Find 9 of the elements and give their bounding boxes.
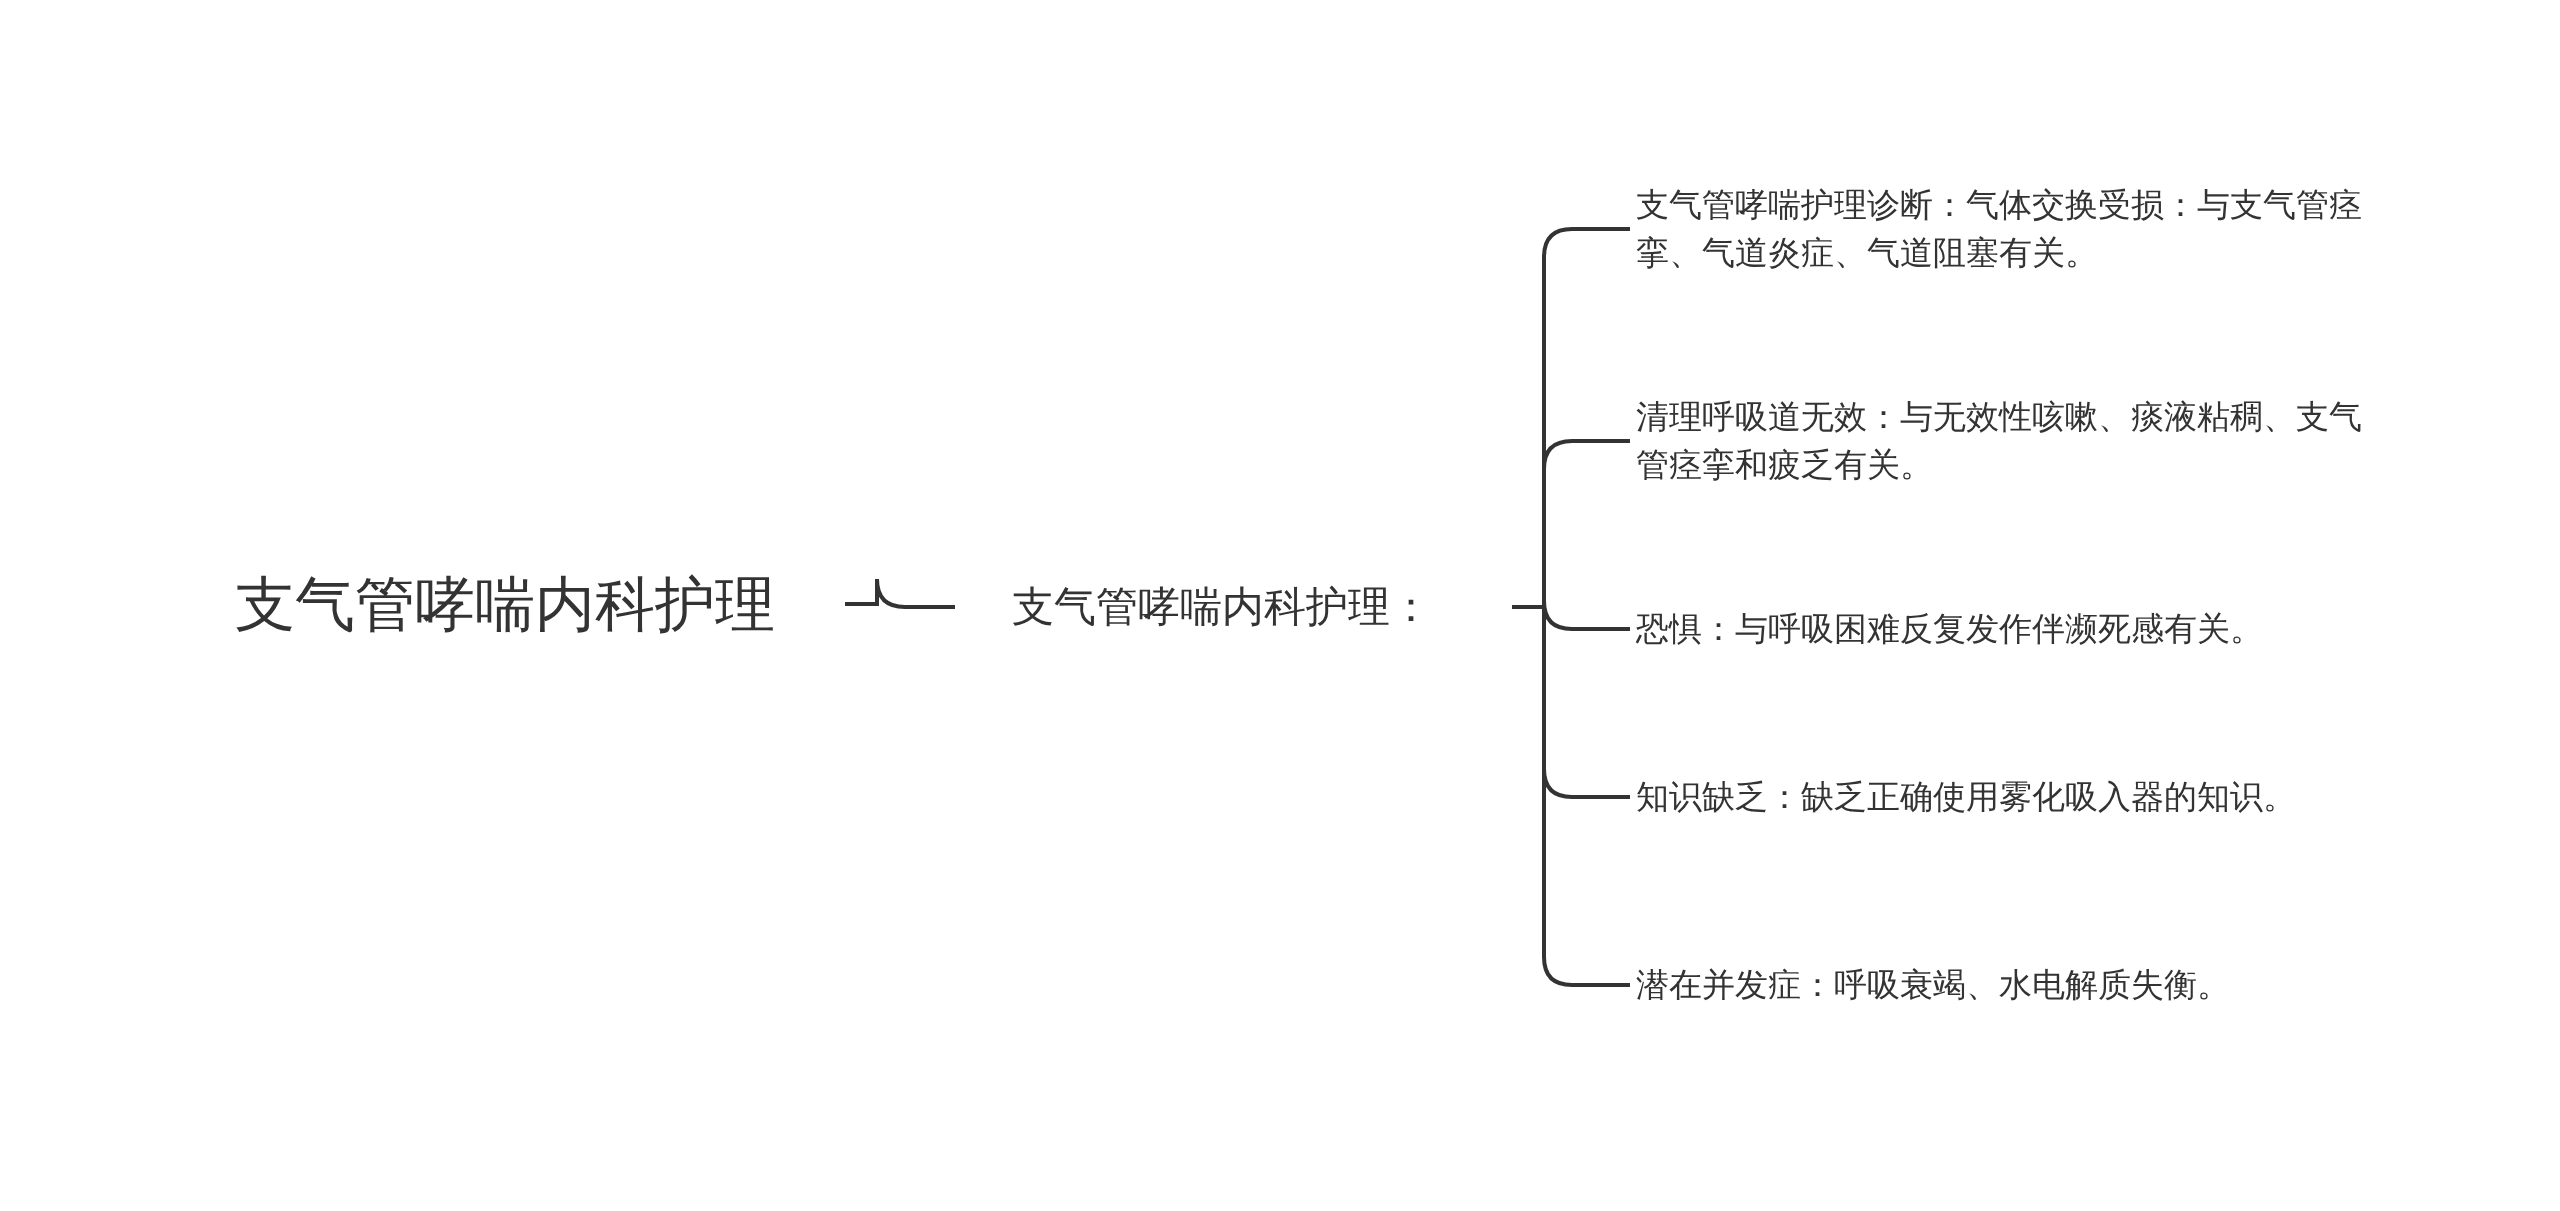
- leaf-topic: 知识缺乏：缺乏正确使用雾化吸入器的知识。: [1635, 776, 2296, 819]
- connector-line: [845, 577, 955, 609]
- branch-topic: 支气管哮喘内科护理：: [1011, 580, 1433, 633]
- leaf-topic: 支气管哮喘护理诊断：气体交换受损：与支气管痉挛、气道炎症、气道阻塞有关。: [1635, 184, 2363, 274]
- root-topic: 支气管哮喘内科护理: [234, 567, 776, 641]
- connector-line: [1512, 605, 1630, 987]
- leaf-topic: 潜在并发症：呼吸衰竭、水电解质失衡。: [1635, 964, 2230, 1007]
- leaf-topic: 清理呼吸道无效：与无效性咳嗽、痰液粘稠、支气管痉挛和疲乏有关。: [1635, 396, 2363, 486]
- leaf-topic: 恐惧：与呼吸困难反复发作伴濒死感有关。: [1635, 608, 2263, 651]
